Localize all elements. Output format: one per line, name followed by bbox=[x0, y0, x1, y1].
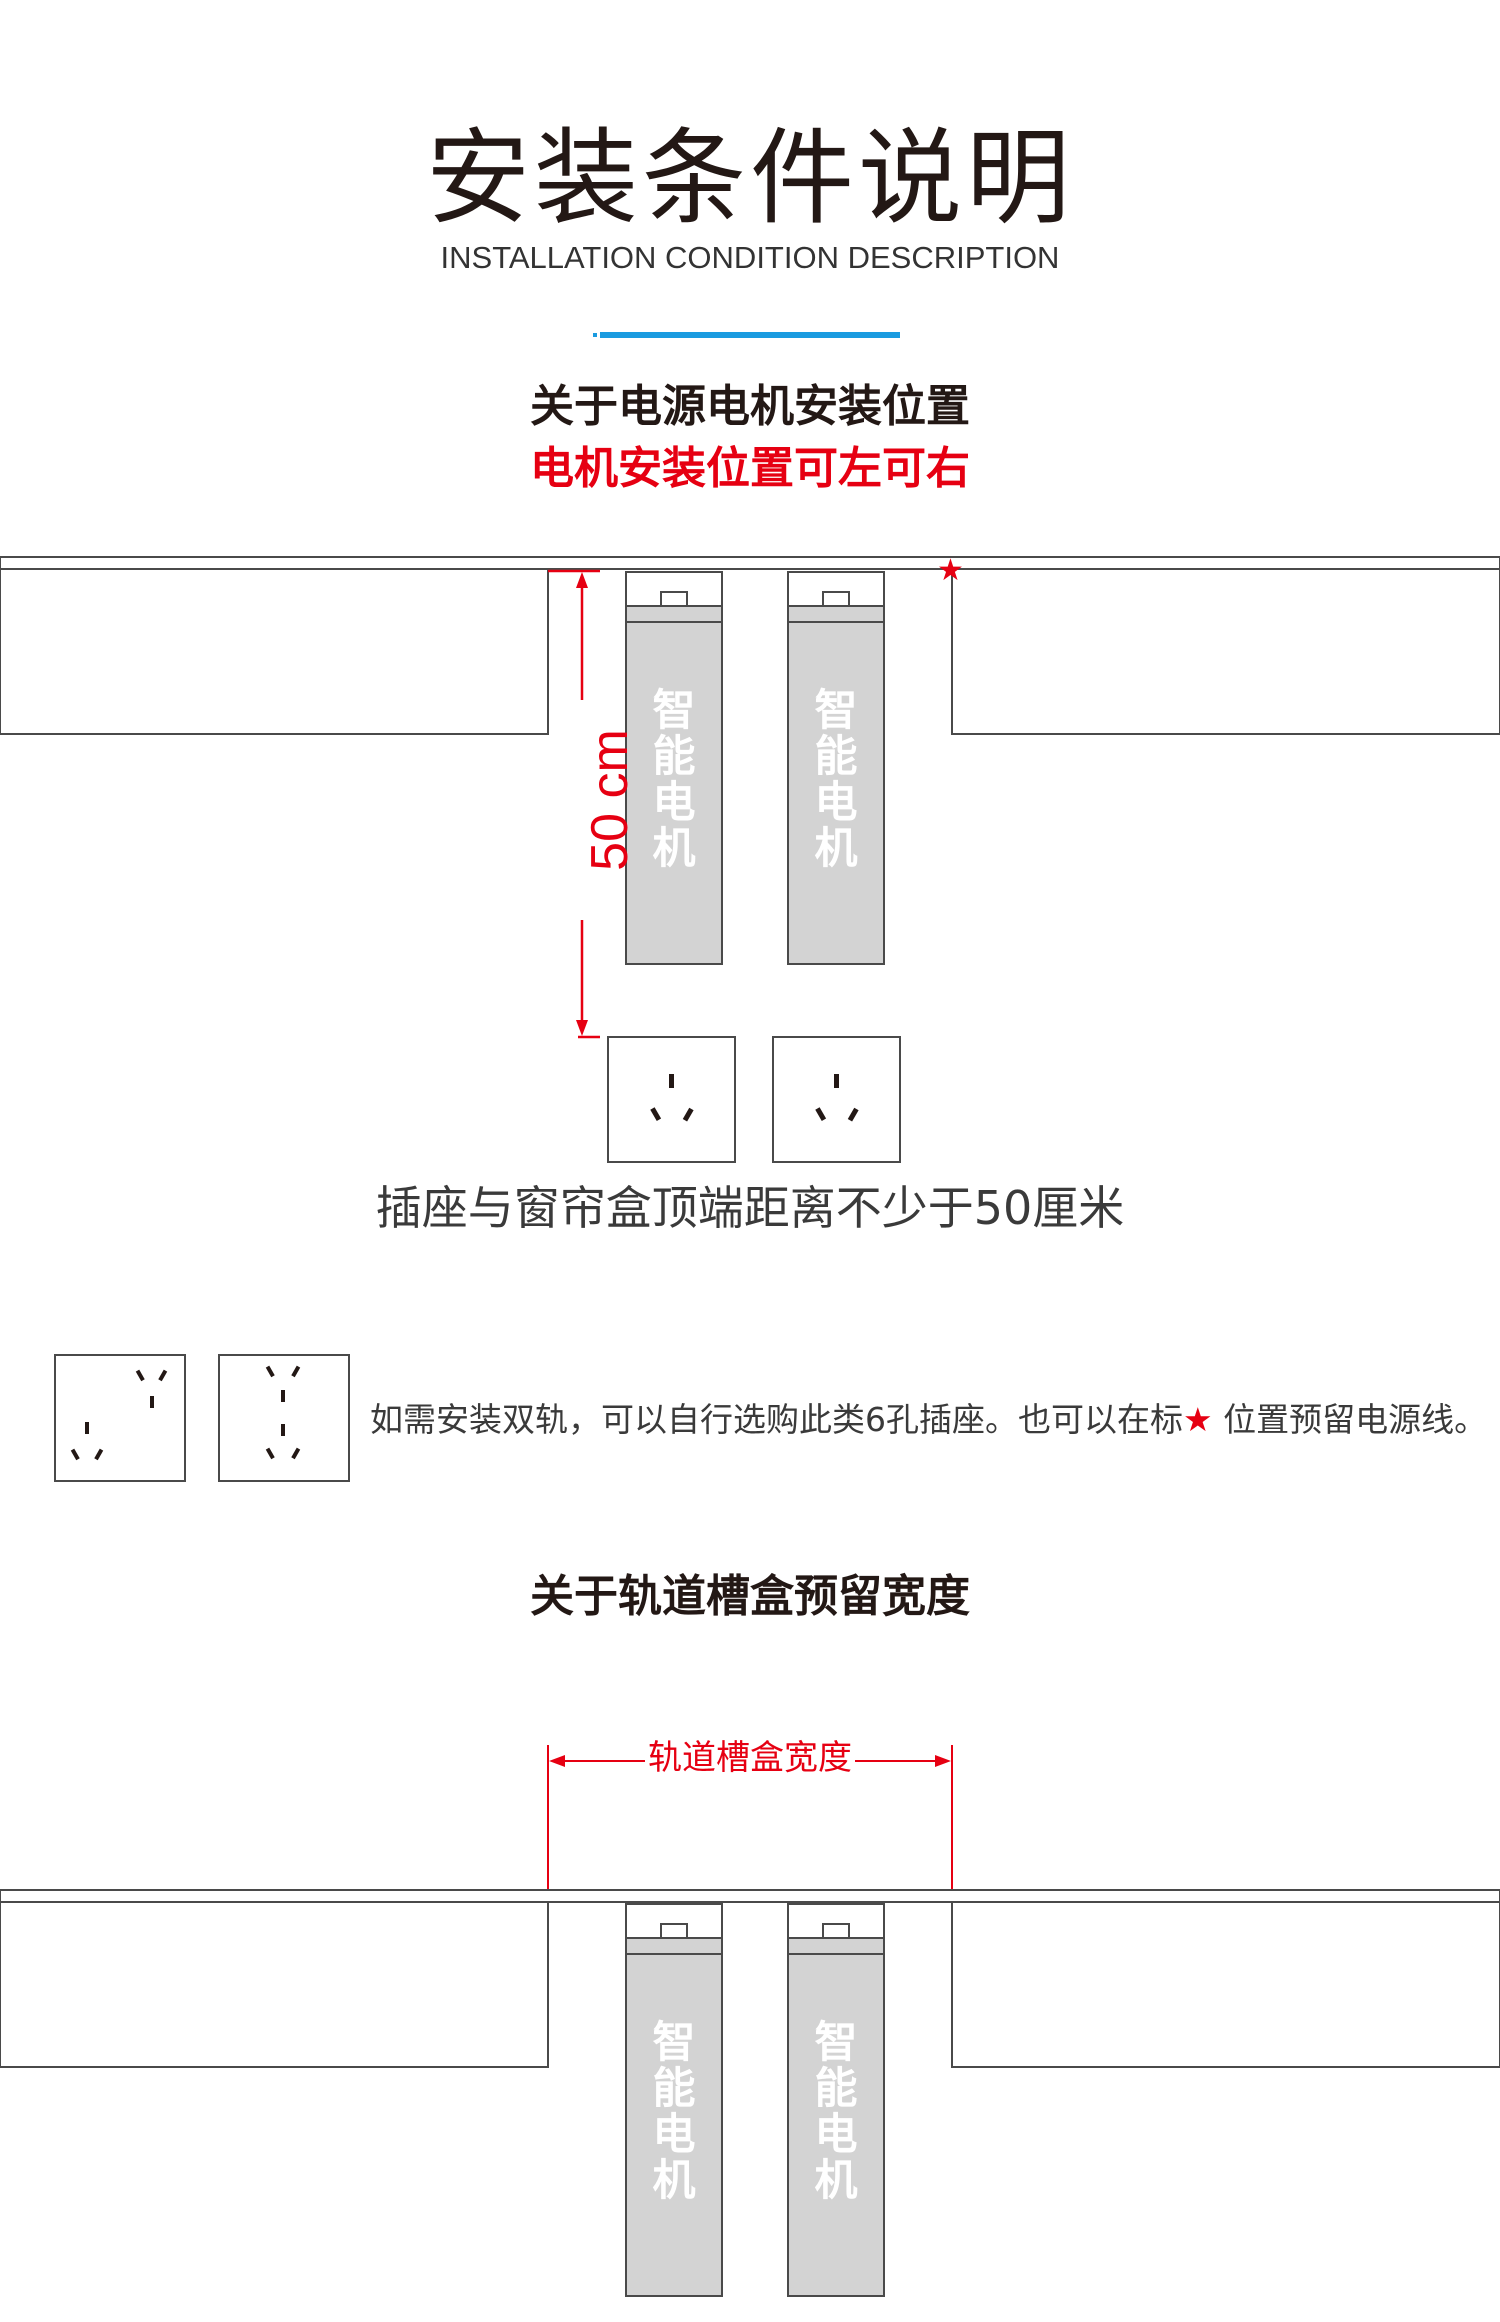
smart-motor-2 bbox=[787, 571, 885, 965]
diagram-power-position bbox=[0, 556, 1500, 1163]
smart-motor-1 bbox=[625, 571, 723, 965]
motor-1-label: 智能电机 bbox=[652, 686, 696, 874]
curtain-box-top-2 bbox=[0, 1889, 1500, 1903]
motor-3-label: 智能电机 bbox=[652, 2018, 696, 2206]
page-title: 安装条件说明 bbox=[425, 117, 1074, 239]
curtain-box-right-2 bbox=[951, 1901, 1500, 2068]
dimension-50cm-line bbox=[548, 569, 600, 1039]
track-width-dimension bbox=[547, 1745, 953, 1890]
accent-dot bbox=[593, 333, 597, 337]
smart-motor-3 bbox=[625, 1903, 723, 2297]
section-heading-track-width: 关于轨道槽盒预留宽度 bbox=[530, 1571, 970, 1622]
dimension-50cm-label: 50 cm bbox=[581, 729, 639, 871]
six-hole-socket-1 bbox=[54, 1354, 186, 1482]
track-width-label: 轨道槽盒宽度 bbox=[645, 1738, 855, 1778]
six-hole-socket-note: 如需安装双轨，可以自行选购此类6孔插座。也可以在标★ 位置预留电源线。 bbox=[370, 1400, 1488, 1439]
wall-socket-1 bbox=[607, 1036, 736, 1163]
accent-divider bbox=[600, 332, 900, 338]
wall-socket-2 bbox=[772, 1036, 901, 1163]
curtain-box-left bbox=[0, 568, 549, 735]
curtain-box-left-2 bbox=[0, 1901, 549, 2068]
motor-4-label: 智能电机 bbox=[814, 2018, 858, 2206]
diagram-track-width bbox=[0, 1745, 1500, 2297]
curtain-box-top bbox=[0, 556, 1500, 570]
star-power-reserve-marker: ★ bbox=[937, 553, 964, 588]
page-subtitle: INSTALLATION CONDITION DESCRIPTION bbox=[440, 240, 1060, 275]
curtain-box-right bbox=[951, 568, 1500, 735]
smart-motor-4 bbox=[787, 1903, 885, 2297]
section-note-motor-side: 电机安装位置可左可右 bbox=[530, 443, 970, 494]
socket-distance-caption: 插座与窗帘盒顶端距离不少于50厘米 bbox=[375, 1181, 1125, 1235]
star-icon: ★ bbox=[1183, 1400, 1213, 1439]
six-hole-socket-2 bbox=[218, 1354, 350, 1482]
motor-2-label: 智能电机 bbox=[814, 686, 858, 874]
section-heading-power-motor: 关于电源电机安装位置 bbox=[530, 381, 970, 432]
